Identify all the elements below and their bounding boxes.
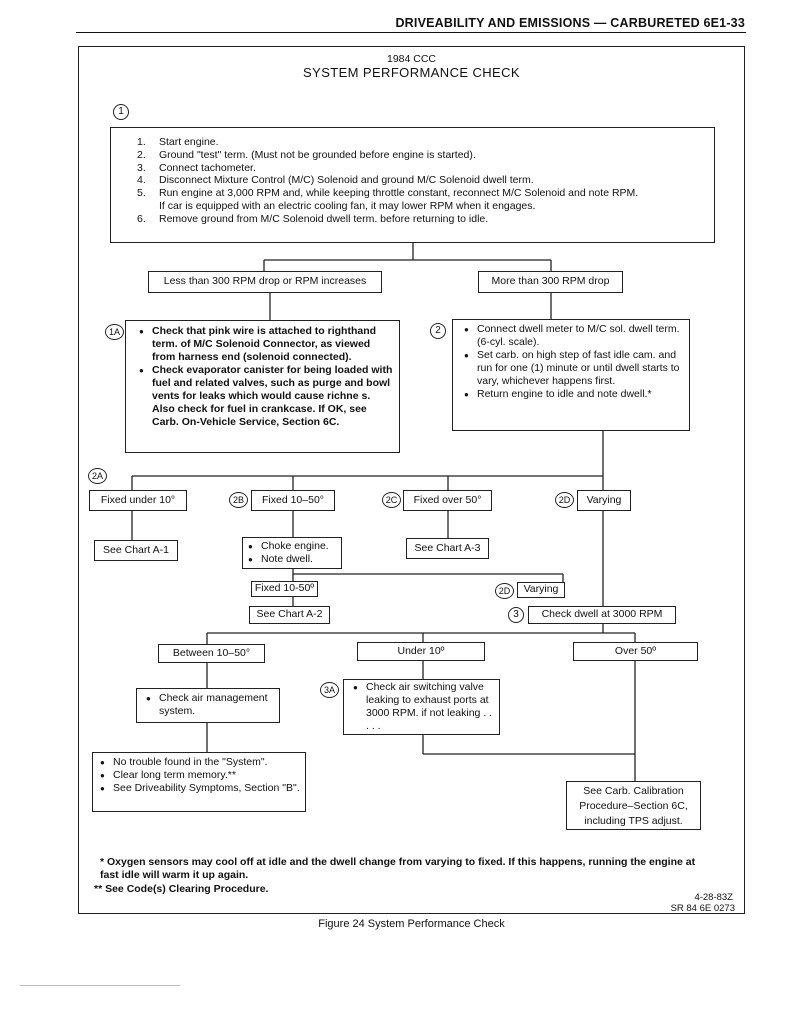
step-2-item: Return engine to idle and note dwell.* — [461, 388, 683, 401]
branch-less-than-300: Less than 300 RPM drop or RPM increases — [148, 271, 382, 293]
carb-calibration-line1: See Carb. Calibration — [583, 785, 684, 797]
step-1-list: 1. Start engine. 2. Ground "test" term. (Mu… — [111, 136, 714, 226]
step-marker-2b: 2B — [229, 492, 248, 508]
step-1-item-text: Disconnect Mixture Control (M/C) Solenoi… — [159, 174, 534, 187]
step-1-item-text: Start engine. — [159, 136, 219, 148]
result-fixed-10-50-b: Fixed 10-50º — [251, 581, 318, 597]
choke-list: Choke engine.Note dwell. — [245, 540, 341, 566]
page-scan-rule — [20, 985, 180, 986]
step-1a-item: Check evaporator canister for being load… — [136, 364, 393, 429]
step-1-item: 4. Disconnect Mixture Control (M/C) Solen… — [137, 174, 714, 187]
reference-number: SR 84 6E 0273 — [670, 903, 735, 914]
step-1-item-number: 3. — [137, 161, 146, 174]
reference-date: 4-28-83Z — [694, 892, 733, 903]
step-1-item: 5. Run engine at 3,000 RPM and, while kee… — [137, 187, 714, 200]
choke-item: Choke engine. — [245, 540, 341, 553]
step-marker-2a: 2A — [88, 468, 107, 484]
step-1-item: 1. Start engine. — [137, 136, 714, 149]
footnote-oxygen: * Oxygen sensors may cool off at idle an… — [100, 856, 696, 881]
no-trouble-item: See Driveability Symptoms, Section "B". — [97, 782, 301, 795]
step-1-item: 2. Ground "test" term. (Must not be groun… — [137, 148, 714, 162]
branch-more-than-300: More than 300 RPM drop — [478, 271, 623, 293]
result-varying: Varying — [577, 490, 631, 511]
step-1-item-number: 2. — [137, 148, 146, 161]
see-chart-a3: See Chart A-3 — [406, 538, 489, 559]
step-marker-2c: 2C — [382, 492, 401, 508]
see-chart-a2: See Chart A-2 — [249, 606, 330, 624]
air-switching-box: Check air switching valve leaking to exh… — [343, 679, 500, 735]
step-1a-list: Check that pink wire is attached to righ… — [136, 325, 393, 429]
chart-title: SYSTEM PERFORMANCE CHECK — [303, 65, 520, 80]
chart-frame — [78, 46, 745, 914]
no-trouble-list: No trouble found in the "System".Clear l… — [97, 756, 301, 795]
running-header: DRIVEABILITY AND EMISSIONS — CARBURETED … — [395, 16, 745, 30]
step-2-list: Connect dwell meter to M/C sol. dwell te… — [461, 323, 683, 401]
step-1-item-number: 6. — [137, 212, 146, 225]
air-switching-item: Check air switching valve leaking to exh… — [350, 681, 495, 733]
step-marker-3: 3 — [508, 607, 524, 623]
footnote-clearing: ** See Code(s) Clearing Procedure. — [94, 883, 269, 895]
no-trouble-item: No trouble found in the "System". — [97, 756, 301, 769]
result-between-10-50: Between 10–50° — [158, 644, 265, 663]
see-chart-a1: See Chart A-1 — [94, 540, 178, 561]
result-fixed-under-10: Fixed under 10° — [89, 490, 187, 511]
air-management-item: Check air management system. — [143, 692, 273, 718]
step-1-item-text: Run engine at 3,000 RPM and, while keepi… — [159, 187, 639, 200]
step-1-box: 1. Start engine. 2. Ground "test" term. (Mu… — [110, 127, 715, 243]
result-over-50: Over 50º — [573, 642, 698, 661]
header-rule — [76, 32, 746, 33]
air-management-list: Check air management system. — [143, 692, 273, 718]
result-varying-b: Varying — [517, 582, 565, 598]
figure-caption: Figure 24 System Performance Check — [318, 918, 505, 930]
carb-calibration-line2: Procedure–Section 6C, — [579, 800, 688, 812]
carb-calibration-line3: including TPS adjust. — [584, 815, 683, 827]
choke-box: Choke engine.Note dwell. — [242, 537, 342, 569]
carb-calibration-box: See Carb. Calibration Procedure–Section … — [566, 781, 701, 830]
step-1-item: If car is equipped with an electric cool… — [159, 200, 714, 213]
step-1-item-number: 5. — [137, 187, 146, 200]
step-1-item-text: Connect tachometer. — [159, 161, 256, 174]
step-marker-1a: 1A — [105, 324, 124, 340]
step-1-item-text: Ground "test" term. (Must not be grounde… — [159, 148, 476, 161]
step-marker-3a: 3A — [320, 682, 339, 698]
choke-item: Note dwell. — [245, 553, 341, 566]
no-trouble-box: No trouble found in the "System".Clear l… — [92, 752, 306, 812]
step-marker-2: 2 — [430, 323, 446, 339]
step-1-item: 3. Connect tachometer. — [137, 161, 714, 175]
step-2-item: Set carb. on high step of fast idle cam.… — [461, 349, 683, 388]
result-fixed-over-50: Fixed over 50° — [403, 490, 492, 511]
step-1-item-text: Remove ground from M/C Solenoid dwell te… — [159, 212, 489, 225]
step-marker-2d-b: 2D — [495, 583, 514, 599]
step-1-item-number: 1. — [137, 136, 146, 148]
step-2-box: Connect dwell meter to M/C sol. dwell te… — [452, 319, 690, 431]
result-under-10: Under 10º — [357, 642, 485, 661]
step-marker-1: 1 — [113, 104, 129, 120]
step-1a-box: Check that pink wire is attached to righ… — [125, 320, 400, 453]
check-dwell-3000: Check dwell at 3000 RPM — [528, 606, 676, 624]
air-management-box: Check air management system. — [136, 688, 280, 723]
no-trouble-item: Clear long term memory.** — [97, 769, 301, 782]
result-fixed-10-50: Fixed 10–50° — [251, 490, 335, 511]
step-1-item: 6. Remove ground from M/C Solenoid dwell … — [137, 212, 714, 226]
step-1-item-text: If car is equipped with an electric cool… — [159, 199, 536, 212]
step-marker-2d: 2D — [555, 492, 574, 508]
chart-subtitle: 1984 CCC — [386, 53, 437, 65]
step-1-item-number: 4. — [137, 174, 146, 187]
air-switching-list: Check air switching valve leaking to exh… — [350, 681, 495, 733]
step-2-item: Connect dwell meter to M/C sol. dwell te… — [461, 323, 683, 349]
step-1a-item: Check that pink wire is attached to righ… — [136, 325, 393, 364]
